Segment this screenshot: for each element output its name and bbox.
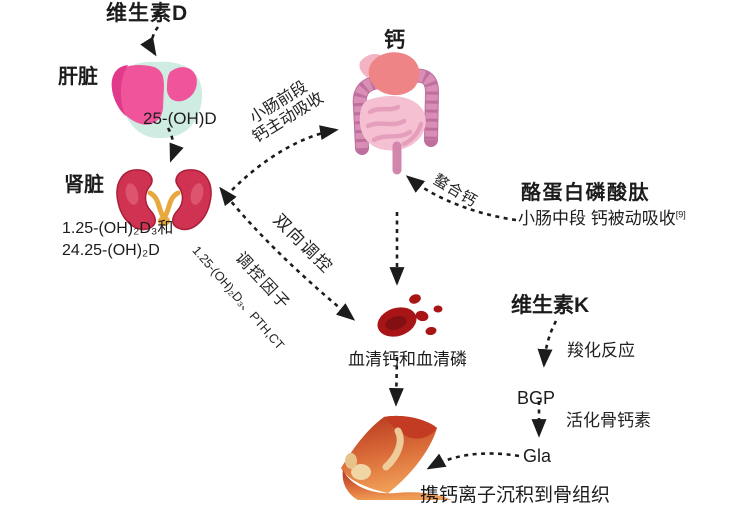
node-125ohd: 1.25-(OH)₂D₃和 — [62, 220, 174, 237]
arrow-gla-to-bone — [426, 452, 520, 470]
edge-label-carboxylation: 羧化反应 — [567, 341, 635, 360]
node-vitamin-k: 维生素K — [511, 294, 590, 317]
bottom-note: 携钙离子沉积到骨组织 — [420, 485, 611, 506]
node-bgp: BGP — [517, 388, 556, 408]
arrow-25ohd-to-kidney — [166, 127, 184, 163]
node-kidney: 肾脏 — [64, 174, 104, 196]
arrow-kidney-to-intestine — [231, 125, 339, 191]
node-serum: 血清钙和血清磷 — [348, 350, 467, 369]
node-2425ohd: 24.25-(OH)₂D — [62, 242, 160, 259]
arrow-cpp-to-intestine — [405, 175, 517, 222]
flow-arrows — [140, 26, 558, 470]
arrow-vitamind-to-liver — [140, 26, 160, 57]
node-liver: 肝脏 — [58, 66, 98, 88]
edge-label-activate-osteocalcin: 活化骨钙素 — [566, 411, 651, 430]
node-25ohd: 25-(OH)D — [143, 109, 217, 128]
node-gla: Gla — [523, 446, 552, 466]
cpp-citation-superscript: [9] — [675, 209, 686, 220]
knee-bone-icon — [341, 415, 452, 500]
blood-cells-icon — [377, 294, 443, 337]
node-cpp-subtitle: 小肠中段 钙被动吸收[9] — [518, 209, 686, 229]
kidney-icon — [116, 169, 212, 231]
node-cpp-title: 酪蛋白磷酸肽 — [521, 182, 650, 204]
liver-icon — [111, 61, 203, 139]
arrow-bidirectional — [219, 186, 356, 321]
cpp-subtitle-text: 小肠中段 钙被动吸收 — [518, 209, 676, 228]
intestine-icon — [352, 52, 439, 175]
arrow-vitamink-to-bgp — [537, 320, 558, 368]
node-vitamin-d: 维生素D — [106, 2, 189, 25]
node-calcium: 钙 — [384, 29, 405, 52]
